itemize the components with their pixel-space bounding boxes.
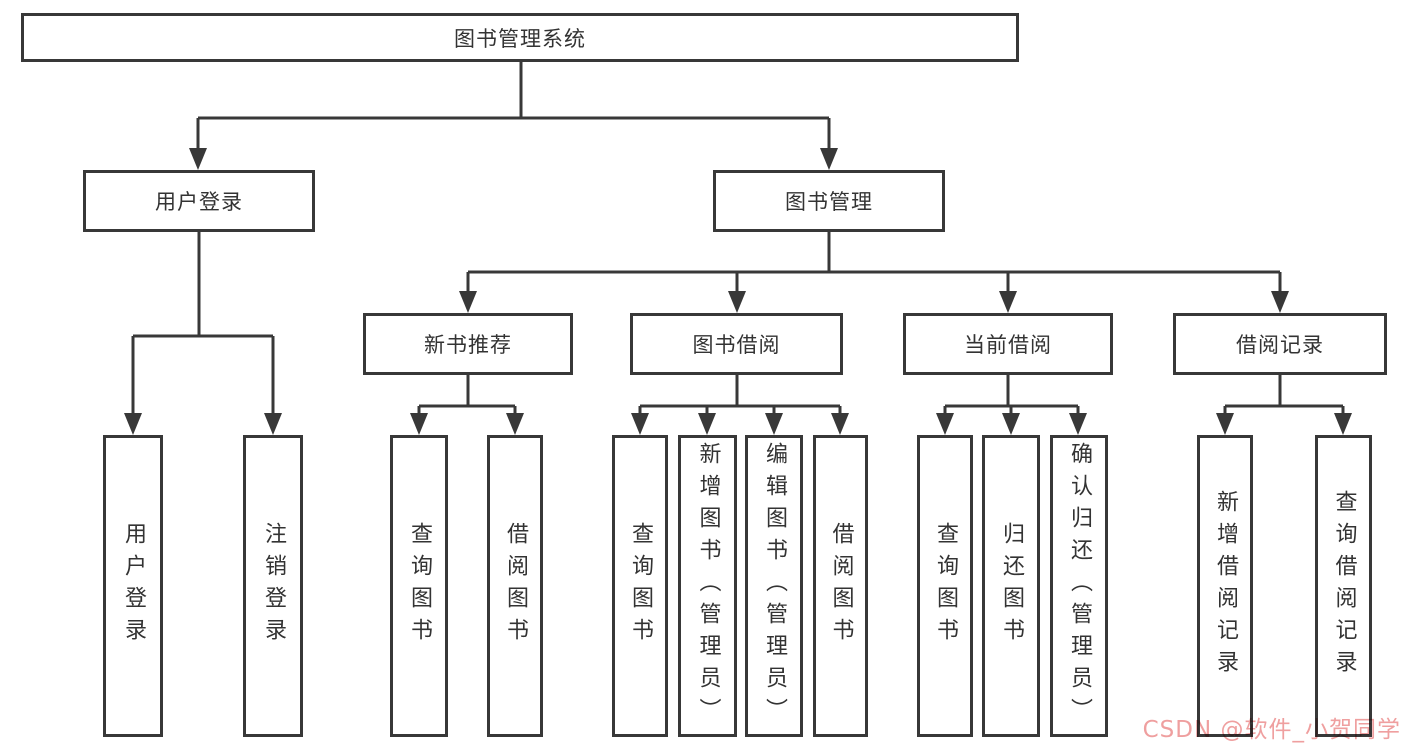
leaf-query-borrow-record: 查询借阅记录: [1315, 435, 1372, 737]
leaf-logout: 注销登录: [243, 435, 303, 737]
node-book-management: 图书管理: [713, 170, 945, 232]
node-user-login: 用户登录: [83, 170, 315, 232]
node-book-borrow: 图书借阅: [630, 313, 843, 375]
watermark: CSDN @软件_小贺同学: [1142, 717, 1401, 743]
leaf-borrow-query-books: 查询图书: [612, 435, 668, 737]
leaf-add-borrow-record: 新增借阅记录: [1197, 435, 1253, 737]
leaf-edit-book-admin: 编辑图书（管理员）: [745, 435, 803, 737]
node-root-system: 图书管理系统: [21, 13, 1019, 62]
leaf-confirm-return-admin: 确认归还（管理员）: [1050, 435, 1108, 737]
leaf-current-query-books: 查询图书: [917, 435, 973, 737]
node-borrow-records: 借阅记录: [1173, 313, 1387, 375]
node-current-borrow: 当前借阅: [903, 313, 1113, 375]
leaf-return-book: 归还图书: [982, 435, 1040, 737]
leaf-recommend-query-books: 查询图书: [390, 435, 448, 737]
node-new-book-recommend: 新书推荐: [363, 313, 573, 375]
leaf-borrow-borrow-books: 借阅图书: [813, 435, 868, 737]
leaf-user-login: 用户登录: [103, 435, 163, 737]
leaf-recommend-borrow-books: 借阅图书: [487, 435, 543, 737]
leaf-add-book-admin: 新增图书（管理员）: [678, 435, 737, 737]
